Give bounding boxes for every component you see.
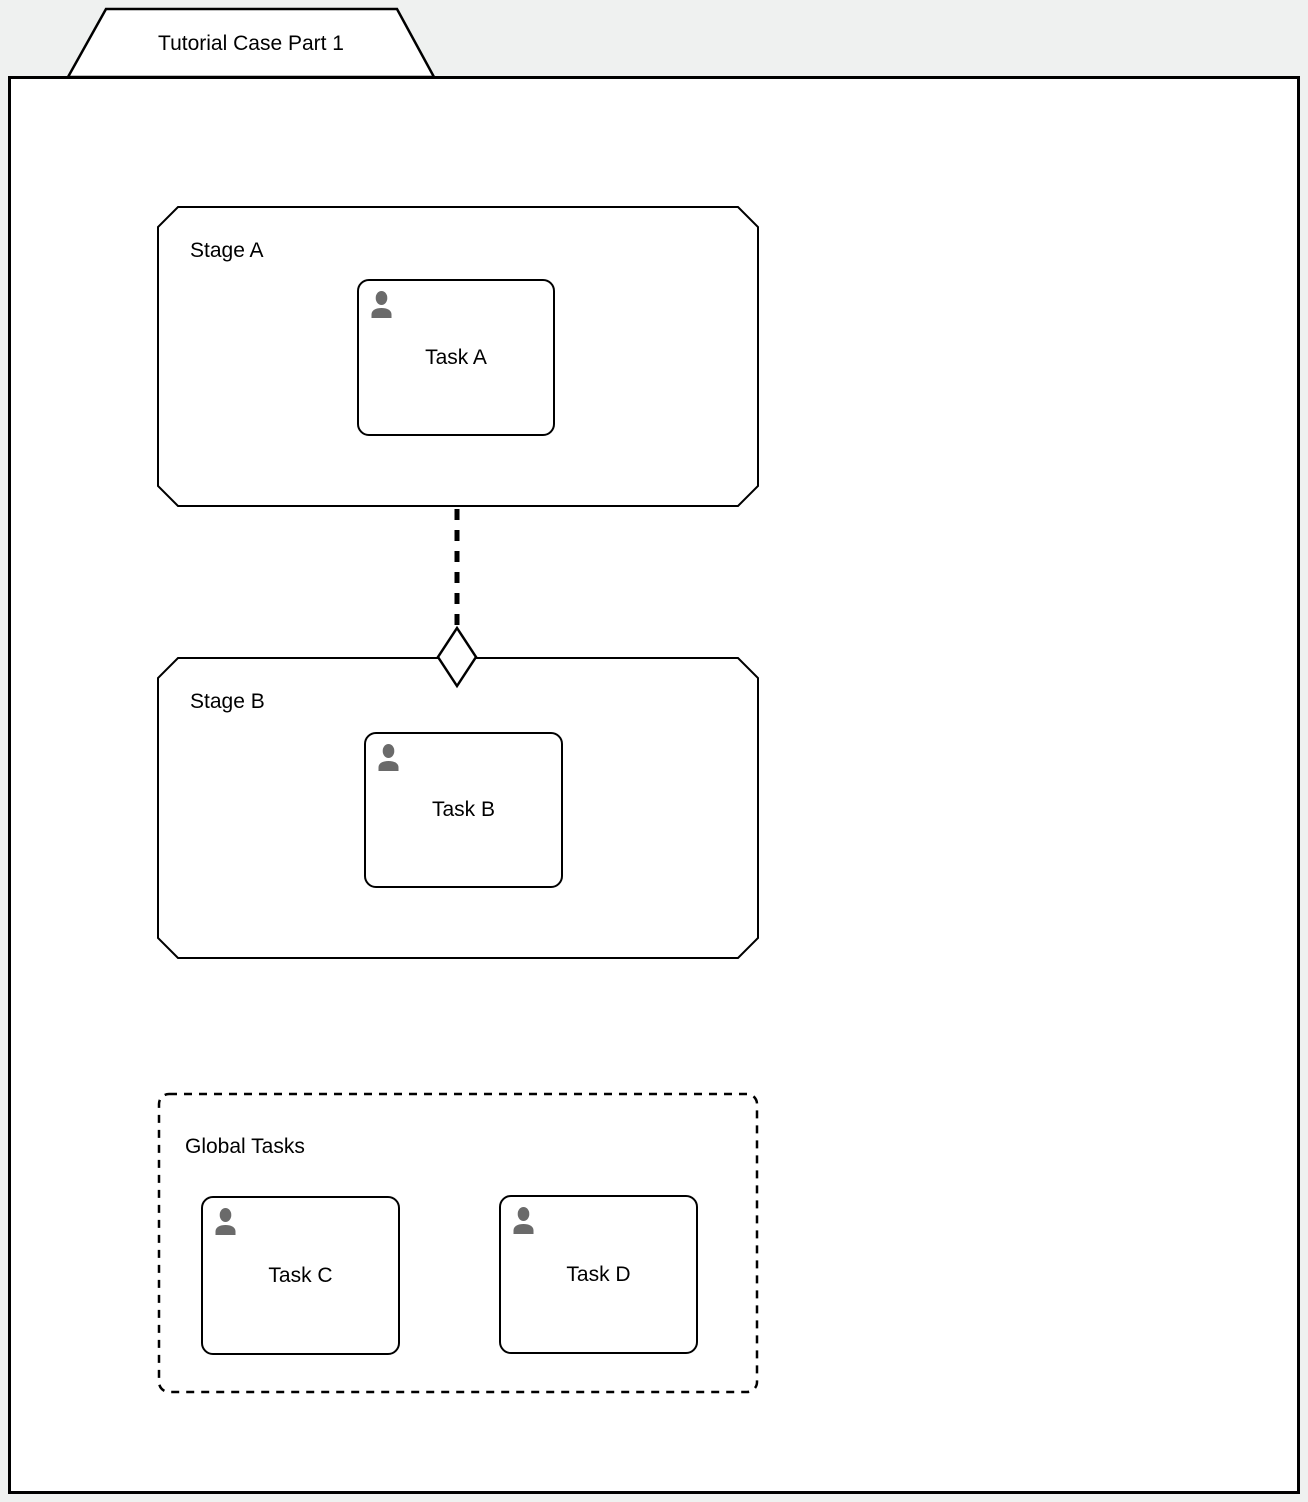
task-d-label: Task D (566, 1262, 631, 1286)
entry-criterion-diamond[interactable] (436, 625, 478, 689)
person-icon (378, 744, 399, 771)
case-plan-title: Tutorial Case Part 1 (158, 32, 344, 55)
task-b-label: Task B (431, 798, 496, 821)
task-c[interactable]: Task C (201, 1196, 400, 1355)
person-icon (513, 1207, 534, 1234)
person-icon (215, 1208, 236, 1235)
case-plan-tab[interactable] (65, 7, 437, 79)
stage-a-label: Stage A (190, 239, 264, 262)
task-b[interactable]: Task B (364, 732, 563, 888)
person-icon (371, 291, 392, 318)
stage-b-label: Stage B (190, 690, 265, 713)
global-tasks-label: Global Tasks (185, 1135, 305, 1158)
task-c-label: Task C (268, 1263, 333, 1287)
task-a[interactable]: Task A (357, 279, 555, 436)
task-d[interactable]: Task D (499, 1195, 698, 1354)
task-a-label: Task A (425, 345, 487, 369)
